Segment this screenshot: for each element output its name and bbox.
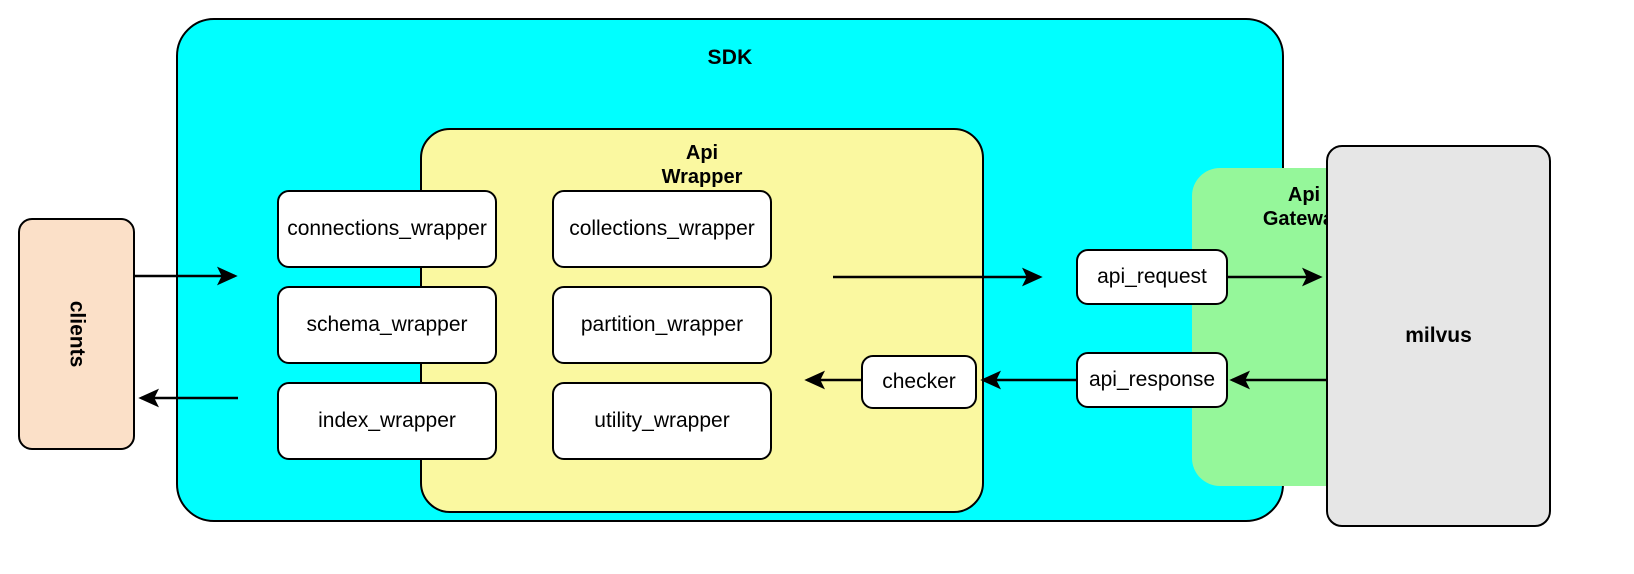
- partition-wrapper-node[interactable]: partition_wrapper: [552, 286, 772, 364]
- clients-node[interactable]: clients: [18, 218, 135, 450]
- sdk-label: SDK: [707, 46, 753, 69]
- checker-label: checker: [882, 370, 956, 394]
- index-wrapper-label: index_wrapper: [318, 409, 456, 433]
- schema-wrapper-node[interactable]: schema_wrapper: [277, 286, 497, 364]
- api-request-label: api_request: [1097, 265, 1207, 289]
- api-request-node[interactable]: api_request: [1076, 249, 1228, 305]
- milvus-node[interactable]: milvus: [1326, 145, 1551, 527]
- partition-wrapper-label: partition_wrapper: [580, 313, 744, 337]
- milvus-label: milvus: [1405, 324, 1472, 347]
- api-response-label: api_response: [1088, 368, 1216, 392]
- api-gateway-label: Api Gateway: [1262, 184, 1346, 230]
- collections-wrapper-label: collections_wrapper: [569, 217, 755, 241]
- utility-wrapper-node[interactable]: utility_wrapper: [552, 382, 772, 460]
- collections-wrapper-node[interactable]: collections_wrapper: [552, 190, 772, 268]
- connections-wrapper-node[interactable]: connections_wrapper: [277, 190, 497, 268]
- checker-node[interactable]: checker: [861, 355, 977, 409]
- clients-label: clients: [65, 300, 89, 368]
- api-response-node[interactable]: api_response: [1076, 352, 1228, 408]
- index-wrapper-node[interactable]: index_wrapper: [277, 382, 497, 460]
- schema-wrapper-label: schema_wrapper: [306, 313, 468, 337]
- utility-wrapper-label: utility_wrapper: [594, 409, 730, 433]
- connections-wrapper-label: connections_wrapper: [287, 217, 487, 241]
- api-wrapper-label: Api Wrapper: [661, 142, 743, 188]
